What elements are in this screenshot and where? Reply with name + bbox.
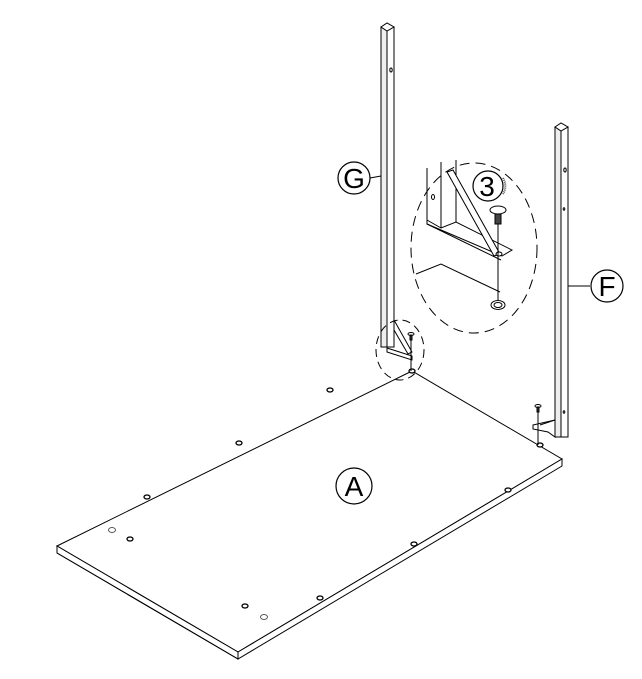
label-g-text: G — [343, 163, 365, 194]
panel-dowel-holes — [108, 527, 268, 620]
label-f: F — [568, 269, 624, 303]
post-f — [532, 122, 570, 438]
label-a-text: A — [345, 471, 364, 502]
panel-a — [55, 370, 563, 660]
label-f-text: F — [598, 271, 615, 302]
detail-callout: 3 — [410, 160, 538, 334]
panel-holes — [126, 368, 544, 609]
detail-source-circle — [375, 319, 425, 381]
label-a: A — [335, 467, 373, 505]
step-number-text: 3 — [479, 171, 495, 202]
screw-f — [534, 404, 542, 445]
post-g — [380, 22, 413, 361]
screw-g — [407, 332, 415, 371]
label-g: G — [337, 161, 382, 195]
